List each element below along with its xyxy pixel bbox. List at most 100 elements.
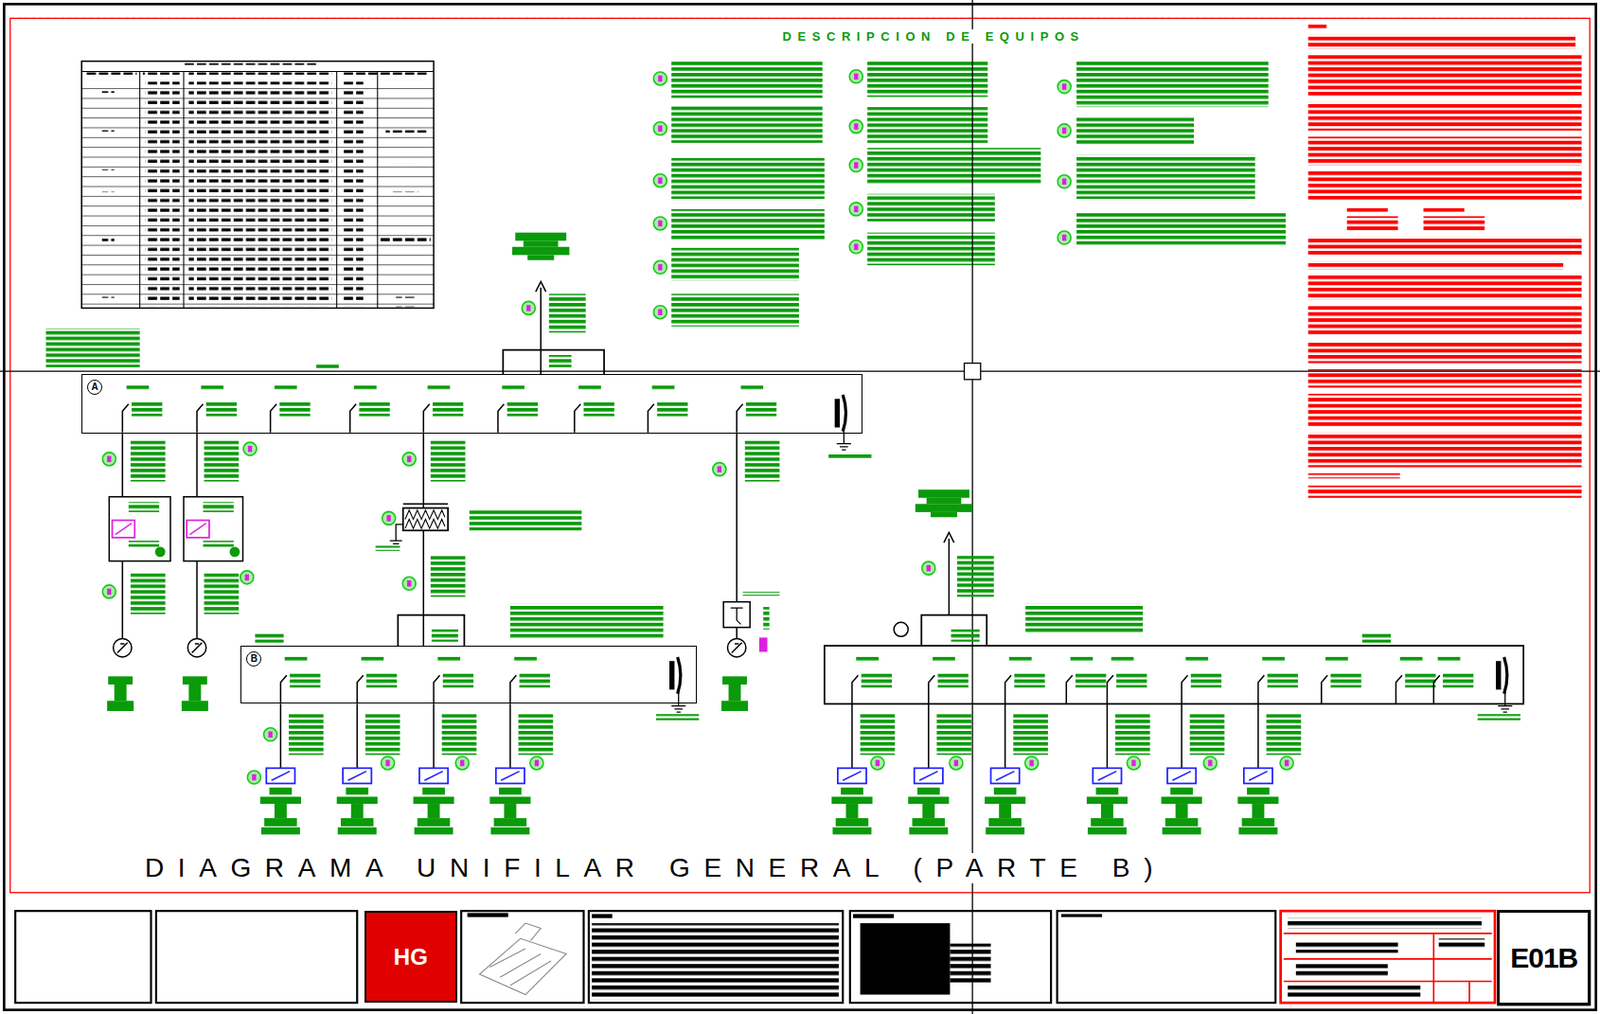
board-f-wiring bbox=[1477, 713, 1521, 720]
general-notes bbox=[1308, 369, 1583, 388]
equipment-table bbox=[140, 71, 378, 308]
equipment-descriptions bbox=[671, 106, 823, 143]
equipment-descriptions bbox=[671, 293, 800, 326]
board-f-wiring bbox=[1321, 656, 1362, 705]
board-a-wiring bbox=[835, 394, 852, 450]
equipment-descriptions bbox=[849, 202, 863, 216]
equipment-table bbox=[392, 192, 419, 197]
general-notes bbox=[1308, 485, 1583, 498]
board-f-wiring bbox=[922, 561, 936, 575]
equipment-table bbox=[102, 238, 115, 244]
board-f-wiring bbox=[1190, 713, 1226, 755]
board-f-wiring bbox=[936, 713, 972, 755]
board-a-wiring bbox=[430, 555, 466, 597]
board-a-wiring bbox=[130, 440, 166, 481]
board-a-wiring bbox=[423, 384, 463, 433]
title-block bbox=[156, 910, 357, 1003]
board-letter: B bbox=[246, 651, 262, 667]
board-f-wiring bbox=[921, 615, 987, 646]
board-a-wiring bbox=[647, 384, 688, 433]
title-block bbox=[591, 913, 613, 918]
board-a-wiring bbox=[196, 384, 237, 433]
board-b-wiring bbox=[442, 713, 478, 755]
board-b-wiring bbox=[280, 656, 320, 705]
board-a-wiring bbox=[730, 607, 744, 624]
board-b-wiring bbox=[247, 604, 699, 836]
board-a-wiring bbox=[46, 328, 141, 368]
equipment-descriptions bbox=[1057, 231, 1071, 245]
equipment-table bbox=[102, 126, 115, 132]
board-a-wiring bbox=[115, 523, 132, 535]
board-f-wiring bbox=[1013, 713, 1049, 755]
board-a-wiring bbox=[183, 497, 244, 562]
board-b-wiring bbox=[397, 615, 464, 646]
equipment-table bbox=[86, 72, 138, 79]
board-letter: A bbox=[87, 379, 103, 395]
cursor-crosshair bbox=[964, 363, 981, 380]
equipment-table bbox=[395, 302, 417, 307]
board-b-wiring bbox=[413, 767, 455, 835]
transformer-symbol bbox=[405, 510, 445, 529]
title-block bbox=[15, 910, 1590, 1005]
title-block bbox=[461, 910, 584, 1003]
equipment-descriptions bbox=[867, 106, 988, 143]
equipment-descriptions bbox=[671, 209, 825, 240]
transformer-symbol bbox=[403, 508, 448, 532]
switchboard-panel: A bbox=[81, 373, 863, 433]
company-logo: HG bbox=[364, 910, 458, 1003]
title-block bbox=[591, 923, 839, 1000]
board-a-wiring bbox=[375, 545, 401, 551]
cursor-crosshair bbox=[0, 371, 1600, 373]
board-b-wiring bbox=[247, 770, 261, 784]
board-a-wiring bbox=[512, 232, 569, 261]
equipment-descriptions bbox=[1057, 124, 1071, 138]
board-f-wiring bbox=[1086, 767, 1128, 835]
board-f-wiring bbox=[860, 713, 896, 755]
board-f-wiring bbox=[831, 767, 872, 835]
board-a-wiring bbox=[122, 384, 162, 433]
equipment-descriptions bbox=[849, 120, 863, 134]
board-f-wiring bbox=[852, 703, 1259, 768]
equipment-table bbox=[81, 61, 434, 309]
transformer-symbol bbox=[390, 503, 448, 544]
board-a-wiring bbox=[181, 675, 209, 712]
title-block bbox=[467, 912, 509, 917]
equipment-descriptions bbox=[671, 248, 800, 281]
equipment-descriptions bbox=[653, 174, 667, 188]
board-f-wiring bbox=[824, 489, 1524, 835]
equipment-descriptions bbox=[653, 260, 667, 274]
sheet-frame bbox=[3, 3, 1596, 1010]
sheet-number-box: E01B bbox=[1497, 910, 1590, 1005]
general-notes bbox=[1308, 136, 1583, 165]
board-a-wiring bbox=[727, 638, 746, 657]
equipment-descriptions bbox=[671, 158, 825, 199]
sheet-frame bbox=[10, 17, 1590, 892]
equipment-descriptions bbox=[867, 194, 996, 222]
equipment-table bbox=[188, 81, 332, 306]
equipment-table bbox=[183, 63, 317, 69]
board-b-wiring bbox=[381, 756, 395, 770]
board-f-wiring bbox=[1106, 656, 1147, 705]
title-block bbox=[1057, 910, 1277, 1003]
board-f-wiring bbox=[893, 622, 908, 637]
board-f-wiring bbox=[1126, 756, 1140, 770]
board-a-wiring bbox=[112, 520, 136, 538]
board-a-wiring bbox=[382, 511, 396, 525]
switchboard-panel: B bbox=[240, 645, 697, 704]
equipment-descriptions bbox=[849, 70, 863, 84]
equipment-table bbox=[341, 72, 429, 79]
board-a-wiring bbox=[202, 540, 233, 547]
general-notes bbox=[1308, 275, 1583, 301]
board-a-wiring bbox=[574, 384, 615, 433]
board-a-wiring bbox=[736, 384, 777, 433]
equipment-descriptions bbox=[1057, 175, 1071, 189]
board-f-wiring bbox=[1266, 713, 1302, 755]
equipment-table bbox=[102, 88, 115, 93]
title-block bbox=[949, 943, 991, 985]
board-a-wiring bbox=[113, 638, 132, 657]
board-a-wiring bbox=[539, 287, 542, 375]
board-b-wiring bbox=[530, 756, 544, 770]
board-a-wiring bbox=[102, 585, 116, 599]
